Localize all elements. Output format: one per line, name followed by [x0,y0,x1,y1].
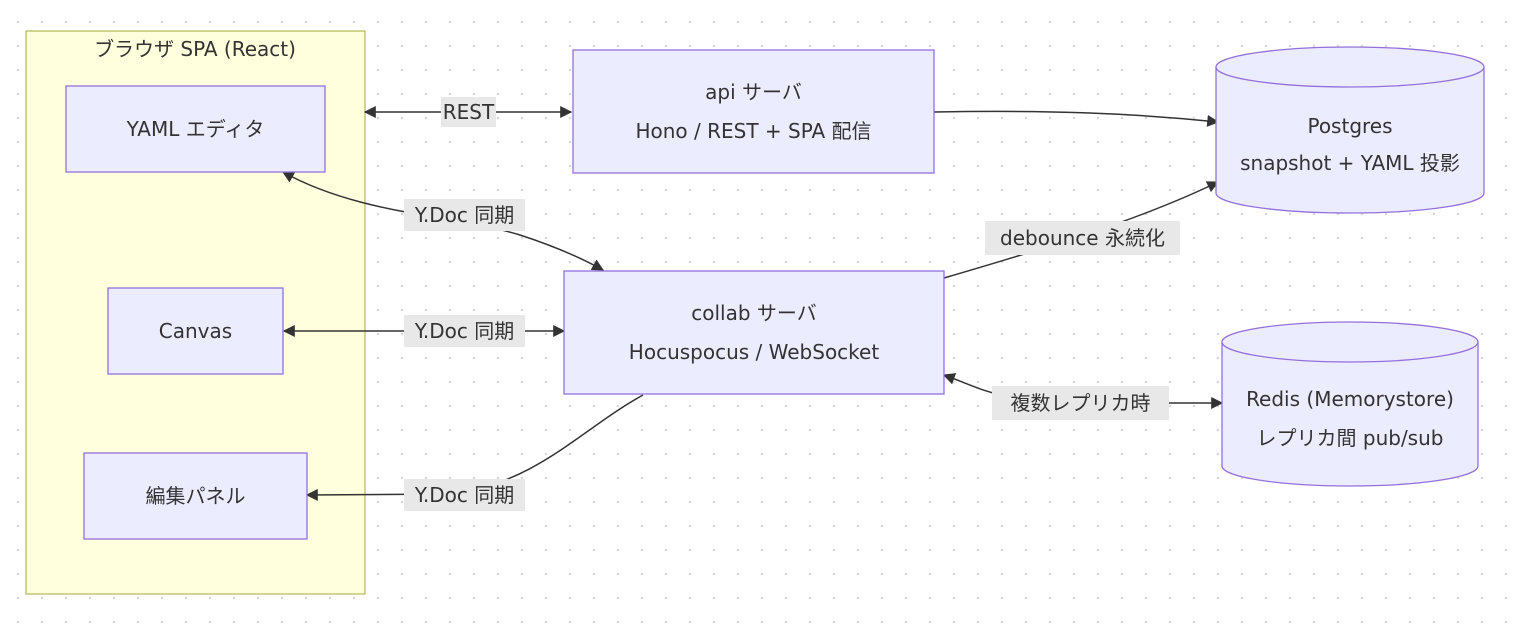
node-collab-server-box[interactable] [563,270,945,395]
browser-spa-group-title: ブラウザ SPA (React) [94,37,296,61]
node-postgres-subtitle: snapshot + YAML 投影 [1240,151,1460,175]
edge-label-rest-text: REST [443,100,495,124]
edge-label-ydoc-canvas: Y.Doc 同期 [404,315,525,347]
node-edit-panel-label: 編集パネル [146,484,246,508]
node-canvas-box[interactable] [107,287,284,375]
node-yaml-editor-label: YAML エディタ [126,117,265,141]
node-api-server[interactable]: api サーバ Hono / REST + SPA 配信 [572,49,935,174]
node-postgres-title: Postgres [1307,114,1392,138]
edge-label-ydoc-yaml-text: Y.Doc 同期 [414,203,515,227]
node-edit-panel[interactable]: 編集パネル [83,452,308,540]
node-collab-server-title: collab サーバ [691,301,816,325]
edge-label-ydoc-panel: Y.Doc 同期 [404,479,525,511]
node-api-server-box[interactable] [572,49,935,174]
postgres-cylinder-rim [1215,66,1485,88]
node-collab-server[interactable]: collab サーバ Hocuspocus / WebSocket [563,270,945,395]
node-redis-subtitle: レプリカ間 pub/sub [1257,426,1444,450]
edge-label-ydoc-panel-text: Y.Doc 同期 [414,483,515,507]
edge-labels: REST Y.Doc 同期 Y.Doc 同期 Y.Doc 同期 debounce… [404,97,1180,511]
node-redis[interactable]: Redis (Memorystore) レプリカ間 pub/sub [1221,321,1479,487]
edge-label-ydoc-canvas-text: Y.Doc 同期 [414,319,515,343]
node-api-server-title: api サーバ [705,80,802,104]
edge-label-ydoc-yaml: Y.Doc 同期 [404,199,525,231]
edge-label-replica: 複数レプリカ時 [992,386,1169,420]
node-api-server-subtitle: Hono / REST + SPA 配信 [635,119,871,143]
edge-label-replica-text: 複数レプリカ時 [1011,391,1151,415]
node-redis-title: Redis (Memorystore) [1246,387,1454,411]
node-collab-server-subtitle: Hocuspocus / WebSocket [629,340,880,364]
edge-label-debounce: debounce 永続化 [985,221,1180,255]
postgres-cylinder-body[interactable] [1215,46,1485,214]
edge-label-debounce-text: debounce 永続化 [1000,226,1165,250]
node-yaml-editor[interactable]: YAML エディタ [65,85,326,173]
node-canvas-label: Canvas [159,319,232,343]
node-yaml-editor-box[interactable] [65,85,326,173]
edge-label-rest: REST [441,97,496,127]
node-canvas[interactable]: Canvas [107,287,284,375]
node-edit-panel-box[interactable] [83,452,308,540]
redis-cylinder-rim [1221,341,1479,363]
redis-cylinder-body[interactable] [1221,321,1479,487]
edge-api-postgres [933,110,1220,127]
node-postgres[interactable]: Postgres snapshot + YAML 投影 [1215,46,1485,214]
